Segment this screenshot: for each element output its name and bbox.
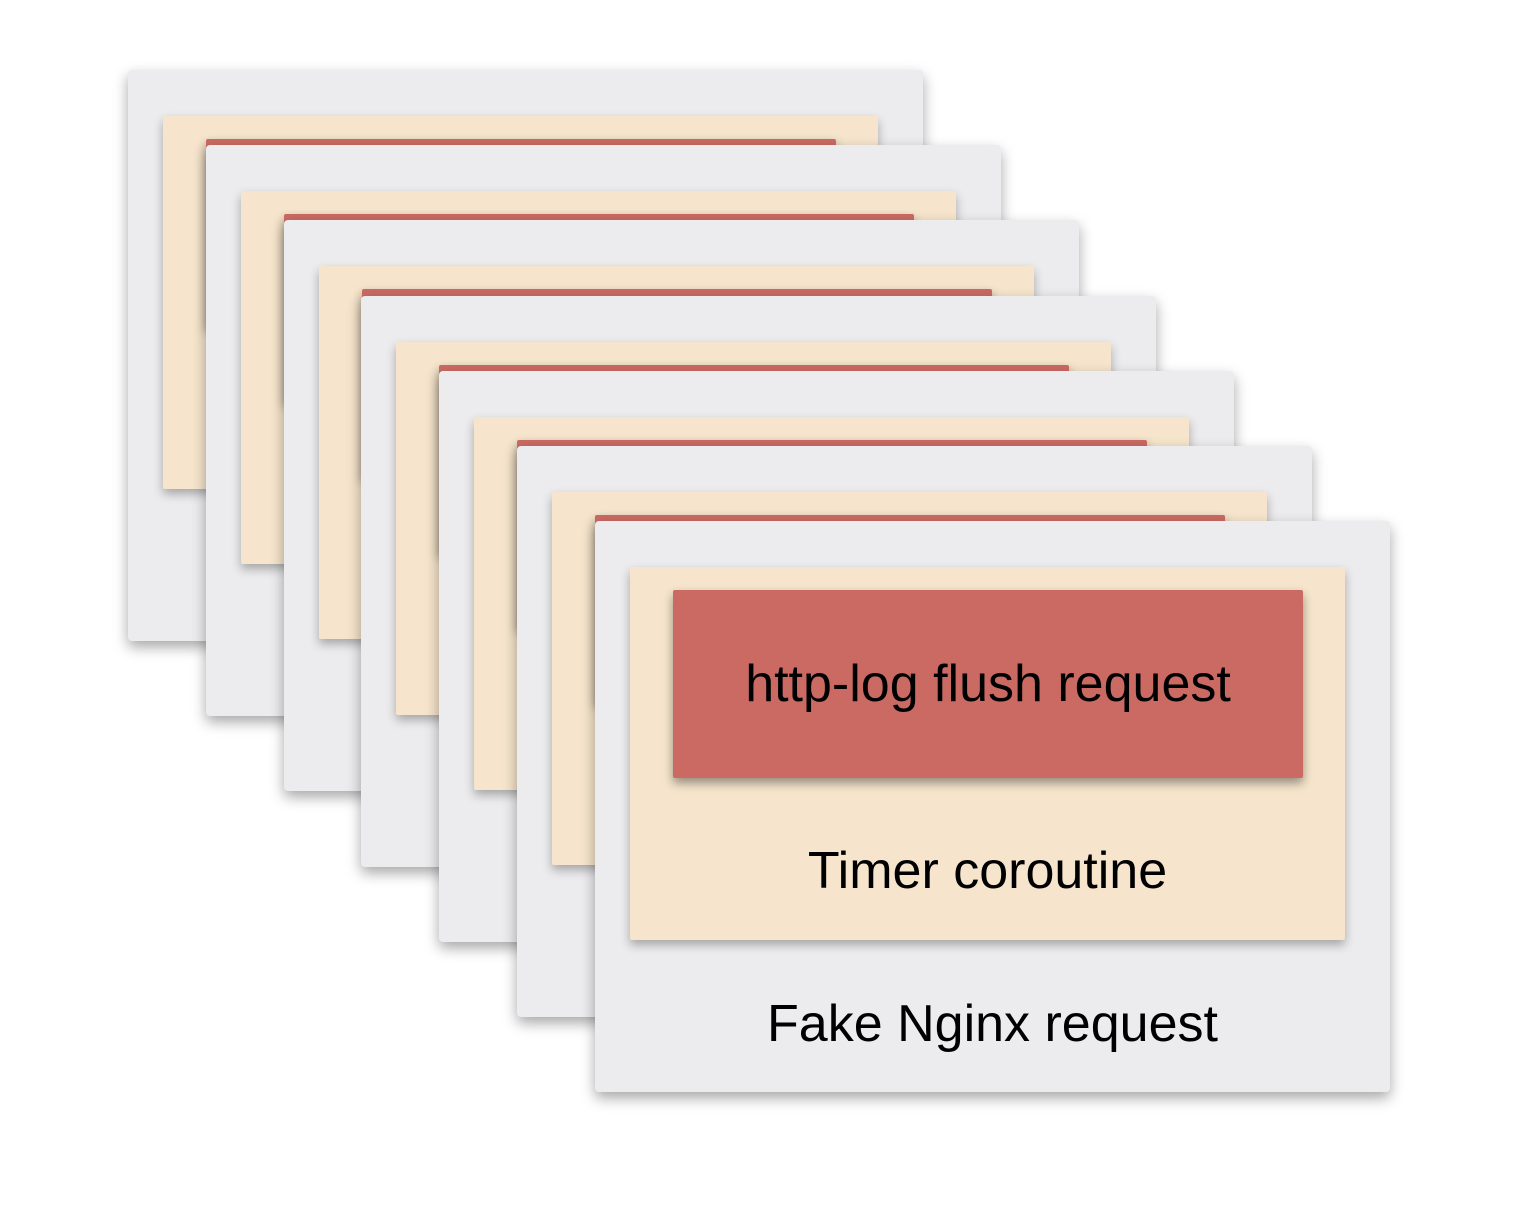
http-log-flush-request-box: http-log flush request xyxy=(673,590,1303,778)
fake-nginx-request-card: http-log flush request Timer coroutine F… xyxy=(595,521,1390,1092)
timer-coroutine-box: http-log flush request Timer coroutine xyxy=(630,567,1345,940)
fake-nginx-request-label: Fake Nginx request xyxy=(767,995,1218,1053)
timer-coroutine-label: Timer coroutine xyxy=(807,842,1168,900)
http-log-flush-request-label: http-log flush request xyxy=(745,655,1231,713)
